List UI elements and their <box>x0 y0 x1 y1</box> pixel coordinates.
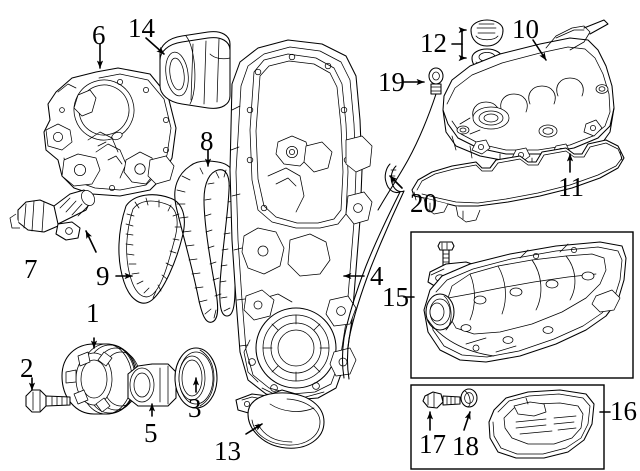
callout-14[interactable]: 14 <box>128 13 155 43</box>
part-oil-level-dipstick <box>377 67 444 211</box>
part-primary-timing-chain <box>174 160 239 323</box>
callout-6[interactable]: 6 <box>92 20 106 50</box>
callout-15[interactable]: 15 <box>382 282 409 312</box>
part-spacer-collar <box>127 363 177 407</box>
callout-13[interactable]: 13 <box>214 436 241 466</box>
callout-5[interactable]: 5 <box>144 418 158 448</box>
callout-16[interactable]: 16 <box>610 396 637 426</box>
part-pulley-bolt <box>25 389 71 413</box>
callout-19[interactable]: 19 <box>378 67 405 97</box>
callout-7[interactable]: 7 <box>24 254 38 284</box>
part-oil-drain-plug <box>422 391 461 409</box>
part-cylinder-block <box>229 39 373 401</box>
panel-lower-oil-pan <box>410 384 605 470</box>
callout-17[interactable]: 17 <box>419 429 446 459</box>
panel-upper-oil-pan <box>410 231 634 379</box>
callout-8[interactable]: 8 <box>200 126 214 156</box>
leader-lines <box>28 26 611 435</box>
callout-11[interactable]: 11 <box>558 172 584 202</box>
part-chain-tensioner <box>9 189 95 241</box>
part-oil-pump-pickup <box>235 389 325 449</box>
callout-3[interactable]: 3 <box>188 393 202 423</box>
callout-2[interactable]: 2 <box>20 353 34 383</box>
part-lower-oil-pan <box>488 389 595 459</box>
part-timing-chain-cover <box>43 67 177 197</box>
callout-12[interactable]: 12 <box>420 28 447 58</box>
callout-9[interactable]: 9 <box>96 261 110 291</box>
callout-10[interactable]: 10 <box>512 14 539 44</box>
part-secondary-timing-chain <box>118 194 185 304</box>
part-upper-oil-pan <box>423 241 627 363</box>
part-valve-rocker-cover <box>442 19 615 168</box>
callout-20[interactable]: 20 <box>410 188 437 218</box>
part-oil-filler-cap <box>470 19 504 47</box>
callout-18[interactable]: 18 <box>452 431 479 461</box>
part-drain-plug-washer <box>460 388 478 408</box>
part-oil-pan-bolt-15 <box>437 241 455 267</box>
callout-1[interactable]: 1 <box>86 298 100 328</box>
part-oil-filter <box>159 31 231 109</box>
callout-4[interactable]: 4 <box>370 261 384 291</box>
